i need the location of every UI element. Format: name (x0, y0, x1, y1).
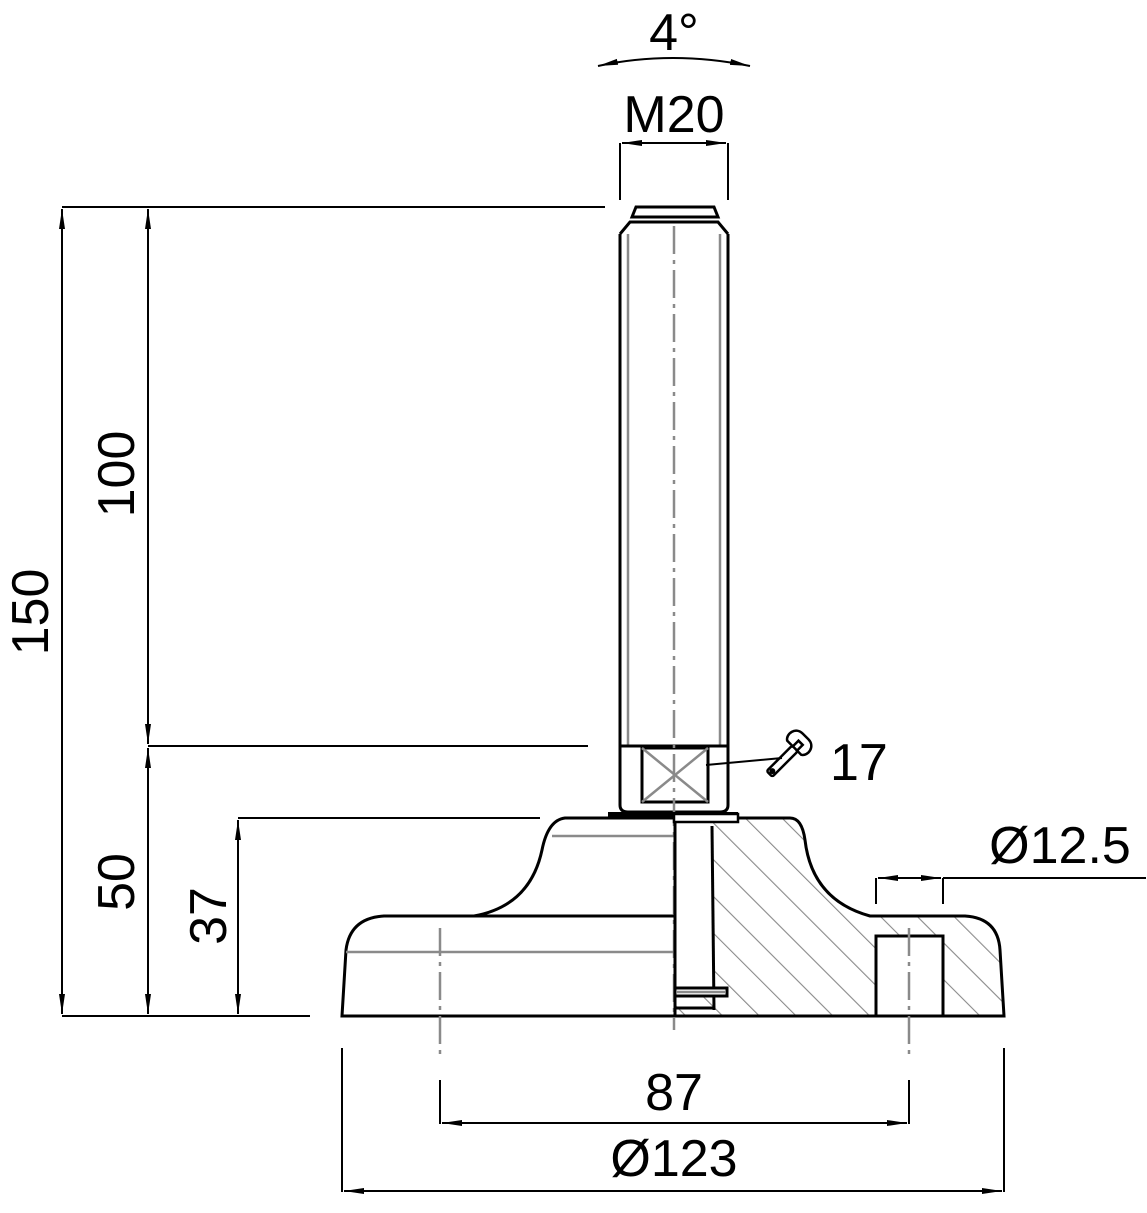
spindle-length-label: 100 (88, 431, 146, 518)
tilt-angle-dimension: 4° (597, 4, 751, 67)
threaded-spindle (618, 205, 730, 1030)
thread-label: M20 (623, 86, 724, 144)
base-diameter-label: Ø123 (610, 1130, 737, 1188)
total-height-label: 150 (2, 569, 60, 656)
wrench-size-label: 17 (830, 734, 888, 792)
hole-diameter-label: Ø12.5 (989, 817, 1131, 875)
width-dimensions: 87 Ø123 (341, 1048, 1005, 1194)
hole-diameter-dimension: Ø12.5 (875, 817, 1146, 904)
wrench-icon (766, 729, 813, 778)
angle-arc (597, 57, 751, 67)
wrench-callout: 17 (705, 729, 888, 792)
thread-dimension: M20 (619, 86, 729, 200)
tilt-angle-label: 4° (649, 4, 699, 62)
hole-spacing-label: 87 (645, 1064, 703, 1122)
height-dimensions: 150 100 50 37 (2, 206, 605, 1017)
base-height-label: 50 (88, 853, 146, 911)
base-pad (340, 812, 1006, 1054)
pad-height-label: 37 (180, 887, 238, 945)
